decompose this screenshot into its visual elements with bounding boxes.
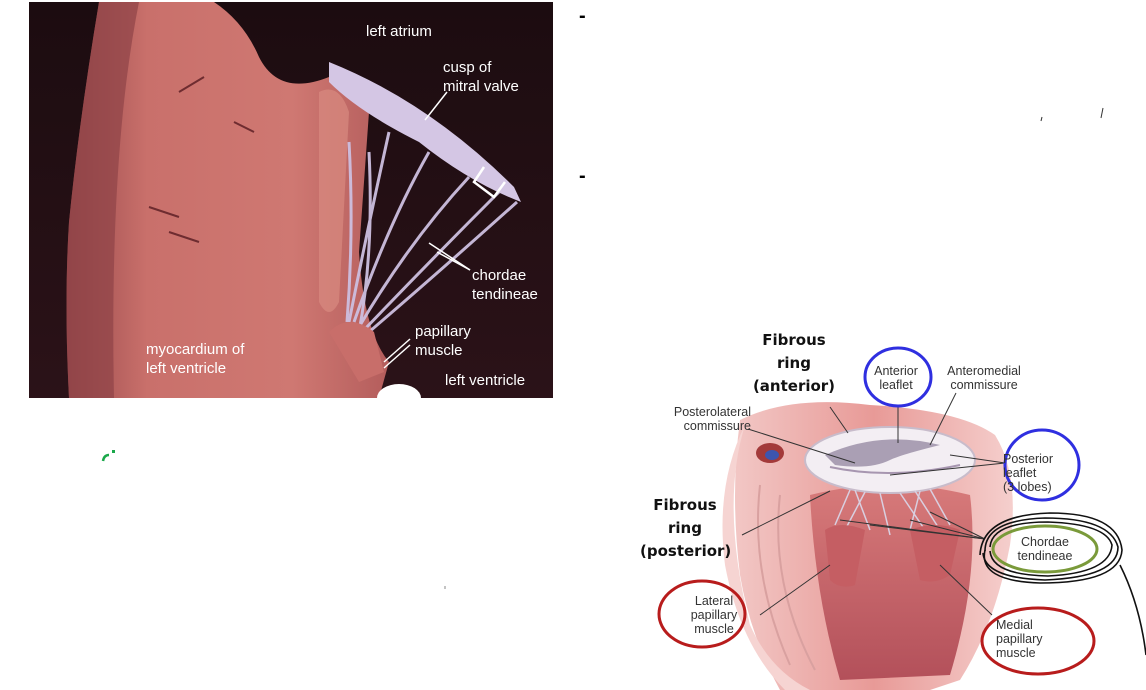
label-fibrous-ring-posterior: Fibrous ring (posterior)	[640, 496, 732, 560]
label-fibrous-ring-anterior: Fibrous ring (anterior)	[752, 331, 836, 395]
photo-illustration	[29, 2, 553, 398]
label-medial-papillary-muscle: Medial papillary muscle	[996, 618, 1043, 660]
label-anteromedial-commissure: Anteromedial commissure	[947, 364, 1021, 392]
label-left-ventricle: left ventricle	[445, 372, 526, 389]
mitral-valve-diagram	[657, 346, 1146, 690]
label-posterolateral-commissure: Posterolateral commissure	[673, 405, 751, 433]
label-chordae-tendineae-diagram: Chordae tendineae	[1017, 535, 1073, 563]
label-papillary-muscle: papillary muscle	[415, 323, 471, 359]
label-posterior-leaflet: Posterior leaflet (3 lobes)	[1003, 452, 1054, 494]
bullet-dash-2: -	[579, 165, 586, 187]
label-myocardium: myocardium of left ventricle	[146, 341, 245, 377]
label-cusp-mitral-valve: cusp of mitral valve	[443, 59, 519, 95]
label-anterior-leaflet: Anterior leaflet	[874, 364, 918, 392]
heart-dissection-photo: left atrium cusp of mitral valve chordae…	[29, 2, 553, 398]
label-left-atrium: left atrium	[366, 23, 432, 40]
bullet-dash-1: -	[579, 5, 586, 27]
label-chordae-tendineae: chordae tendineae	[472, 267, 538, 303]
label-lateral-papillary-muscle: Lateral papillary muscle	[690, 594, 738, 636]
